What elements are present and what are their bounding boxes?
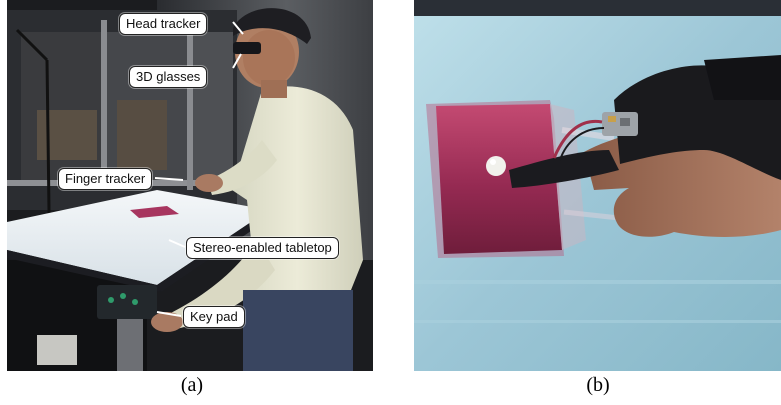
callout-key-pad: Key pad bbox=[183, 306, 245, 328]
caption-panel-b: (b) bbox=[586, 374, 610, 396]
caption-panel-a: (a) bbox=[180, 374, 204, 396]
callout-3d-glasses: 3D glasses bbox=[129, 66, 208, 88]
callout-stereo-tabletop: Stereo-enabled tabletop bbox=[186, 237, 339, 259]
callout-finger-tracker: Finger tracker bbox=[58, 168, 153, 190]
photo-panel-b bbox=[414, 0, 781, 371]
tabletop-scene-illustration bbox=[7, 0, 373, 371]
photo-panel-a: Head tracker 3D glasses Finger tracker S… bbox=[7, 0, 373, 371]
callout-leader-lines bbox=[154, 21, 244, 317]
callout-head-tracker: Head tracker bbox=[119, 13, 208, 35]
finger-tracker-closeup-illustration bbox=[414, 0, 781, 371]
